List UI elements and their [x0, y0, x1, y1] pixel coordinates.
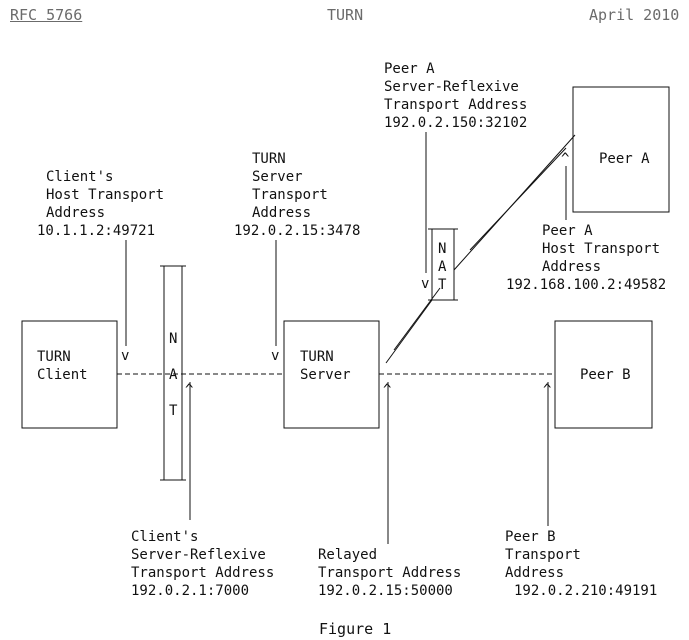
label-line: Host Transport: [542, 241, 660, 257]
server-nat-link: [385, 299, 433, 364]
label-line: TURN: [252, 151, 286, 167]
box-label: TURN: [300, 349, 334, 365]
turn-server-address-label: TURN Server Transport Address 192.0.2.15…: [234, 151, 360, 239]
label-line: Client's: [46, 169, 113, 185]
label-line: 192.0.2.150:32102: [384, 115, 527, 131]
label-line: Relayed: [318, 547, 377, 563]
label-line: Peer A: [384, 61, 435, 77]
label-line: 192.0.2.1:7000: [131, 583, 249, 599]
box-label: Peer B: [580, 367, 631, 383]
box-label: Server: [300, 367, 351, 383]
box-border: [554, 320, 653, 429]
arrow-down-glyph: v: [421, 276, 429, 292]
arrow-up-glyph: ^: [561, 151, 569, 167]
label-line: 192.168.100.2:49582: [506, 277, 666, 293]
nat-letter: N: [169, 331, 177, 347]
peer-a-reflexive-label: Peer A Server-Reflexive Transport Addres…: [384, 61, 527, 131]
rfc-number[interactable]: RFC 5766: [10, 6, 83, 24]
arrow-down-glyph: v: [271, 348, 279, 364]
box-label: Client: [37, 367, 88, 383]
label-line: 192.0.2.15:50000: [318, 583, 453, 599]
publication-date: April 2010: [589, 6, 680, 24]
label-line: Transport Address: [131, 565, 274, 581]
label-line: Address: [252, 205, 311, 221]
peer-b-box: Peer B: [554, 320, 653, 429]
nat-letter: N: [438, 241, 446, 257]
figure-caption: Figure 1: [319, 620, 392, 638]
label-line: Client's: [131, 529, 198, 545]
label-line: Address: [542, 259, 601, 275]
label-line: Transport Address: [318, 565, 461, 581]
label-line: Server: [252, 169, 303, 185]
peer-a-nat: N A T: [428, 228, 458, 301]
label-line: Transport: [252, 187, 328, 203]
peer-a-box: Peer A: [572, 86, 670, 213]
nat-letter: T: [438, 277, 447, 293]
label-line: Address: [46, 205, 105, 221]
arrow-down-glyph: v: [121, 348, 129, 364]
client-nat: N A T: [160, 265, 186, 481]
nat-letter: T: [169, 403, 178, 419]
server-nat-link: [393, 287, 441, 351]
arrow-up-glyph: ^: [543, 382, 551, 398]
turn-server-box: TURN Server: [283, 320, 380, 429]
document-title: TURN: [327, 6, 364, 24]
nat-peer-a-link: [469, 147, 567, 251]
nat-letter: A: [169, 367, 178, 383]
nat-letter: A: [438, 259, 447, 275]
box-label: TURN: [37, 349, 71, 365]
label-line: Server-Reflexive: [131, 547, 266, 563]
label-line: Host Transport: [46, 187, 164, 203]
box-border: [572, 86, 670, 213]
relayed-address-label: Relayed Transport Address 192.0.2.15:500…: [318, 547, 461, 599]
label-line: 10.1.1.2:49721: [37, 223, 155, 239]
peer-a-host-label: Peer A Host Transport Address 192.168.10…: [506, 223, 666, 293]
label-line: Peer A: [542, 223, 593, 239]
box-label: Peer A: [599, 151, 650, 167]
turn-client-box: TURN Client: [21, 320, 118, 429]
label-line: Address: [505, 565, 564, 581]
arrow-up-glyph: ^: [383, 382, 391, 398]
label-line: Transport: [505, 547, 581, 563]
label-line: 192.0.2.210:49191: [514, 583, 657, 599]
client-reflexive-label: Client's Server-Reflexive Transport Addr…: [131, 529, 274, 599]
label-line: Peer B: [505, 529, 556, 545]
connection-lines: v v ^ ^ ^ v: [117, 132, 576, 544]
peer-b-address-label: Peer B Transport Address 192.0.2.210:491…: [505, 529, 657, 599]
arrow-up-glyph: ^: [185, 382, 193, 398]
label-line: 192.0.2.15:3478: [234, 223, 360, 239]
client-host-label: Client's Host Transport Address 10.1.1.2…: [37, 169, 164, 239]
label-line: Transport Address: [384, 97, 527, 113]
label-line: Server-Reflexive: [384, 79, 519, 95]
